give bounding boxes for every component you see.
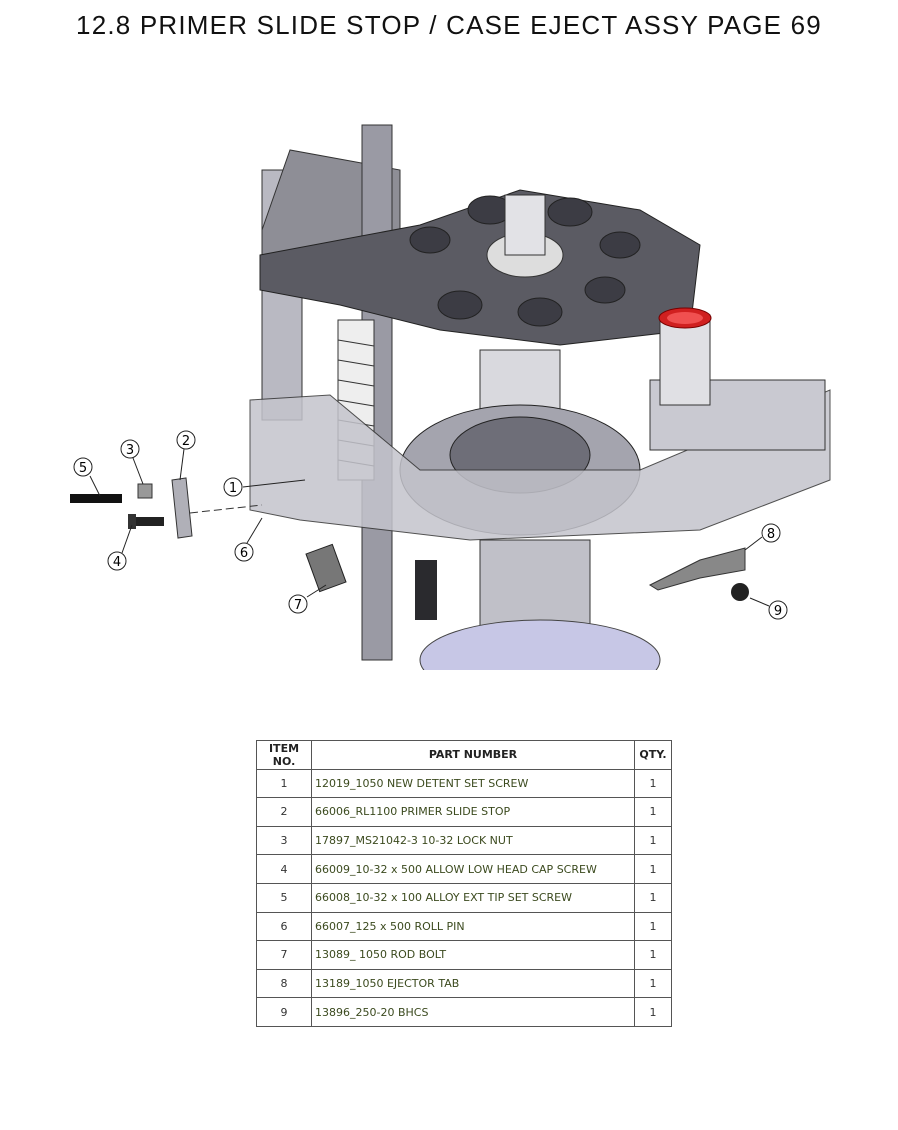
part-number-cell: 66007_125 x 500 ROLL PIN [311,911,635,942]
page-title: 12.8 PRIMER SLIDE STOP / CASE EJECT ASSY… [76,10,822,40]
part-number-cell: 12019_1050 NEW DETENT SET SCREW [311,768,635,799]
item-number-cell: 9 [256,997,312,1027]
item-number-cell: 6 [256,911,312,942]
part-number-cell: 66008_10-32 x 100 ALLOY EXT TIP SET SCRE… [311,882,635,913]
part-number-cell: 13189_1050 EJECTOR TAB [311,968,635,999]
callout-number: 3 [126,443,134,458]
callout-1: 1 [223,477,243,497]
callout-number: 1 [229,481,237,496]
qty-cell: 1 [634,940,672,970]
qty-cell: 1 [634,882,672,913]
header-item-no: ITEM NO. [256,740,312,770]
part-number-cell: 13896_250-20 BHCS [311,997,635,1027]
item-number-cell: 5 [256,882,312,913]
table-header-row: ITEM NO. PART NUMBER QTY. [256,740,672,770]
callout-4: 4 [107,551,127,571]
callout-3: 3 [120,439,140,459]
callout-8: 8 [761,523,781,543]
header-qty: QTY. [634,740,672,770]
item-number-cell: 8 [256,968,312,999]
callout-5: 5 [73,457,93,477]
part-number-cell: 13089_ 1050 ROD BOLT [311,940,635,970]
qty-cell: 1 [634,768,672,799]
qty-cell: 1 [634,854,672,884]
callout-number: 4 [113,555,121,570]
qty-cell: 1 [634,968,672,999]
item-number-cell: 7 [256,940,312,970]
callout-balloons [89,448,770,607]
part-number-cell: 66006_RL1100 PRIMER SLIDE STOP [311,797,635,827]
header-part-number: PART NUMBER [311,740,635,770]
item-number-cell: 1 [256,768,312,799]
qty-cell: 1 [634,825,672,856]
qty-cell: 1 [634,911,672,942]
callout-number: 7 [294,598,302,613]
callout-number: 8 [767,527,775,542]
part-number-cell: 66009_10-32 x 500 ALLOW LOW HEAD CAP SCR… [311,854,635,884]
callout-7: 7 [288,594,308,614]
item-number-cell: 4 [256,854,312,884]
qty-cell: 1 [634,997,672,1027]
callout-6: 6 [234,542,254,562]
part-number-cell: 17897_MS21042-3 10-32 LOCK NUT [311,825,635,856]
machine-illustration [70,124,831,670]
callout-number: 5 [79,461,87,476]
callout-number: 9 [774,604,782,619]
qty-cell: 1 [634,797,672,827]
item-number-cell: 2 [256,797,312,827]
callout-number: 2 [182,434,190,449]
assembly-drawing: 1 2 3 4 5 6 7 8 9 [70,124,831,670]
callout-9: 9 [768,600,788,620]
item-number-cell: 3 [256,825,312,856]
callout-2: 2 [176,430,196,450]
callout-number: 6 [240,546,248,561]
